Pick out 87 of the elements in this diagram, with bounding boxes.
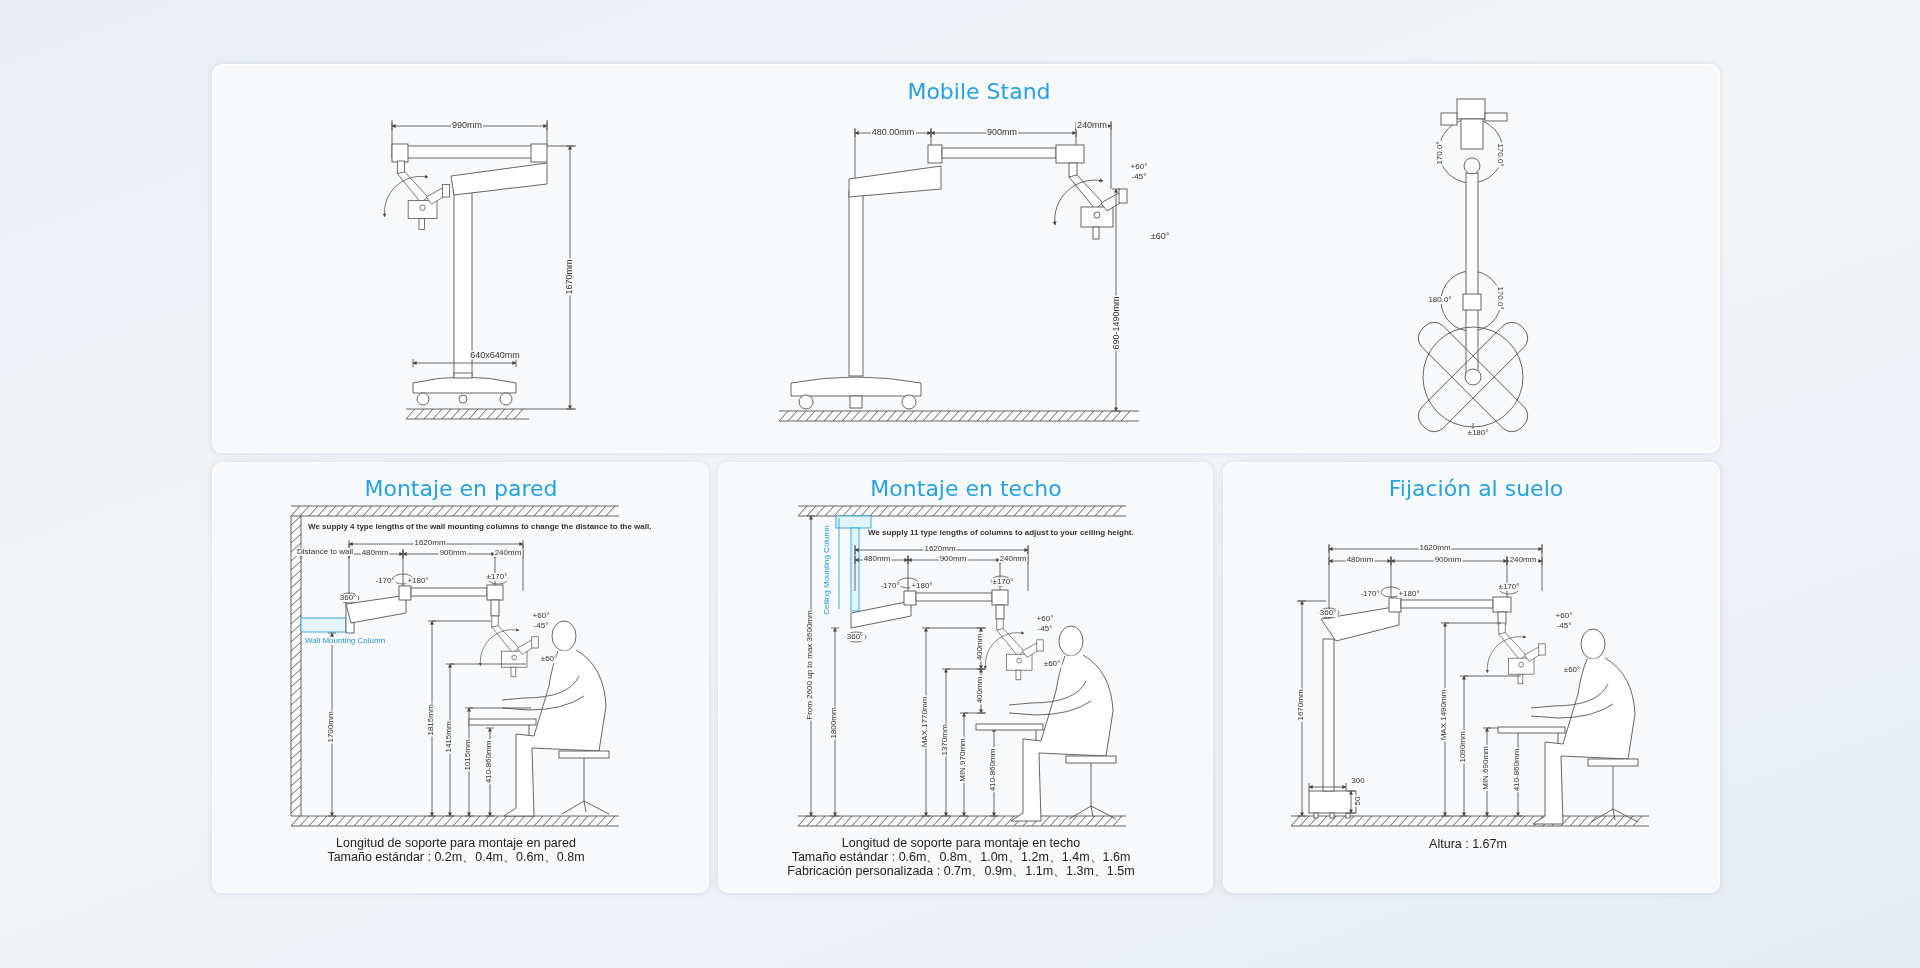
dimension-label: 640x640mm [469, 350, 521, 360]
panel-card [718, 462, 1213, 893]
panel-title: Fijación al suelo [1388, 475, 1564, 501]
angle-label: +60° [531, 612, 551, 620]
note-text: We supply 11 type lengths of columns to adjust to your ceiling height. [867, 529, 1135, 537]
angle-label: +60° [1554, 612, 1574, 620]
dimension-label: 900mm [438, 549, 468, 557]
dimension-label: 240mm [1076, 120, 1108, 130]
dimension-label: 410-860mm [1513, 747, 1521, 793]
dimension-label: 1370mm [941, 723, 949, 757]
angle-label: -45° [1036, 625, 1054, 633]
dimension-label: 50 [1354, 795, 1362, 807]
dimension-label: 900mm [986, 127, 1018, 137]
angle-label: 170.0° [1436, 140, 1444, 166]
dimension-label: 900mm [1433, 556, 1463, 564]
caption-text: Longitud de soporte para montaje en techo [841, 836, 1081, 850]
dimension-label: 1800mm [830, 706, 838, 740]
column-label: Wall Mounting Column [303, 637, 387, 645]
panel-title: Montaje en techo [870, 475, 1062, 501]
angle-label: 360° [845, 633, 865, 641]
angle-label: +60° [1035, 615, 1055, 623]
caption-text: Tamaño estándar : 0.2m、0.4m、0.6m、0.8m [327, 849, 585, 866]
angle-label: ±170° [991, 578, 1015, 586]
angle-label: -170° [374, 577, 396, 585]
dimension-label: 240mm [493, 549, 523, 557]
angle-label: 360° [338, 594, 358, 602]
dimension-label: 400mm [976, 632, 984, 662]
angle-label: ±60° [1149, 231, 1171, 241]
angle-label: -45° [532, 622, 550, 630]
dimension-label: 240mm [998, 555, 1028, 563]
angle-label: 170.0° [1496, 285, 1504, 311]
dimension-label: 690-1490mm [1111, 295, 1121, 351]
panel-card [212, 462, 709, 893]
note-text: We supply 4 type lengths of the wall mounting columns to change the distance to the wall. [307, 523, 653, 531]
dimension-label: 1670mm [564, 258, 574, 296]
angle-label: 170.0° [1496, 142, 1504, 168]
angle-label: ±170° [485, 573, 509, 581]
angle-label: ±60° [1042, 660, 1062, 668]
dimension-label: 1415mm [445, 720, 453, 754]
angle-label: -170° [879, 582, 901, 590]
angle-label: +180° [1397, 590, 1421, 598]
dimension-label: MAX.1770mm [921, 695, 929, 749]
caption-text: Altura : 1.67m [1429, 837, 1507, 851]
dimension-label: MIN.970mm [959, 737, 967, 783]
dimension-label: 1670mm [1297, 688, 1305, 722]
angle-label: 360° [1318, 609, 1338, 617]
dimension-label: 480.00mm [870, 127, 916, 137]
angle-label: ±180° [1466, 429, 1490, 437]
caption-text: Fabricación personalizada : 0.7m、0.9m、1.1m、1.3m、1.5m [787, 863, 1135, 880]
panel-title: Montaje en pared [364, 475, 558, 501]
caption-text: Tamaño estándar : 0.6m、0.8m、1.0m、1.2m、1.4m、1.6m [791, 849, 1131, 866]
panel-card [1223, 462, 1720, 893]
dimension-label: 990mm [451, 120, 483, 130]
dimension-label: From 2600 up to max 3600mm [806, 609, 814, 721]
angle-label: +180° [406, 577, 430, 585]
dimension-label: 480mm [862, 555, 892, 563]
dimension-label: 1090mm [1459, 730, 1467, 764]
dimension-label: 1620mm [413, 539, 447, 547]
dimension-label: 1815mm [427, 703, 435, 737]
dimension-label: 480mm [360, 549, 390, 557]
dimension-label: 300 [1350, 777, 1366, 785]
angle-label: ±60° [539, 655, 559, 663]
column-label: Ceiling Mounting Column [823, 524, 831, 616]
dimension-label: MAX.1490mm [1440, 688, 1448, 742]
angle-label: 180.0° [1427, 296, 1453, 304]
dimension-label: 410-860mm [989, 747, 997, 793]
dimension-label: 1700mm [327, 710, 335, 744]
angle-label: -45° [1555, 622, 1573, 630]
angle-label: -45° [1130, 173, 1148, 181]
dimension-label: 410-860mm [485, 739, 493, 785]
dimension-label: 480mm [1345, 556, 1375, 564]
angle-label: +180° [910, 582, 934, 590]
panel-title: Mobile Stand [907, 78, 1051, 104]
dimension-label: 1015mm [464, 738, 472, 772]
angle-label: +60° [1129, 163, 1149, 171]
angle-label: -170° [1359, 590, 1381, 598]
angle-label: ±60° [1562, 666, 1582, 674]
dimension-label: MIN.690mm [1482, 745, 1490, 791]
dimension-label: Distance to wall [296, 548, 354, 556]
dimension-label: 1620mm [923, 545, 957, 553]
caption-text: Longitud de soporte para montaje en pared [336, 836, 576, 850]
dimension-label: 900mm [938, 555, 968, 563]
dimension-label: 240mm [1508, 556, 1538, 564]
angle-label: ±170° [1497, 583, 1521, 591]
dimension-label: 1620mm [1418, 544, 1452, 552]
panel-card [212, 64, 1720, 453]
dimension-label: 400mm [976, 675, 984, 705]
